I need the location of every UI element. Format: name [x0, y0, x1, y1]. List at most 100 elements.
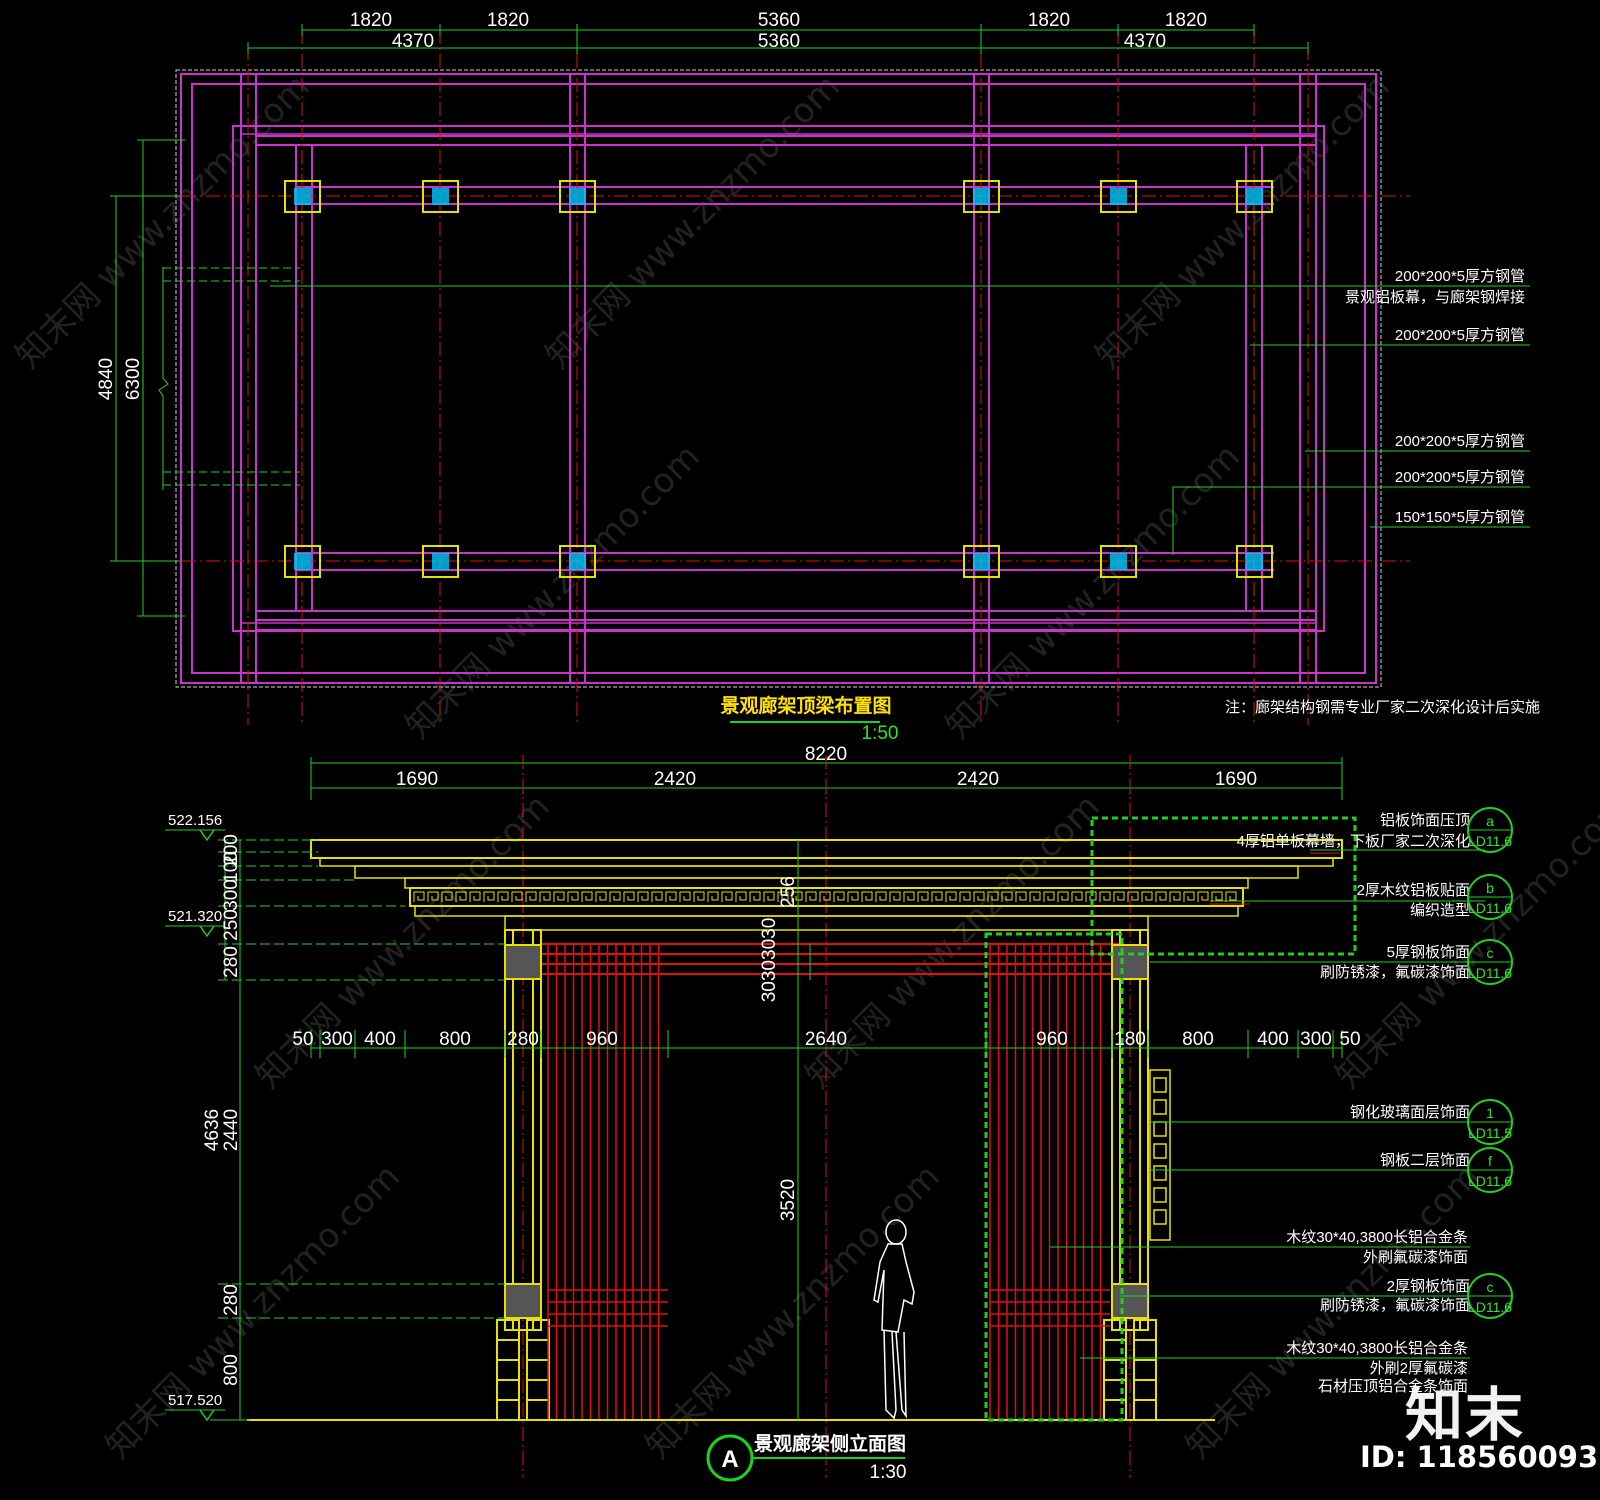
plan-beam-outline	[232, 125, 1325, 632]
plan-left-dimensions: 4840 6300	[96, 358, 144, 400]
meander-unit	[511, 891, 523, 902]
left-column	[504, 929, 542, 1331]
dim-label: 100	[221, 851, 242, 883]
watermark-text: 知末网 www.znzmo.com	[398, 437, 708, 747]
elevation-top-dimensions: 8220 1690 2420 2420 1690	[396, 744, 1257, 790]
meander-unit	[483, 891, 495, 902]
column-cap	[1100, 180, 1137, 213]
dim-label: 200	[221, 834, 242, 866]
meander-unit	[1043, 891, 1055, 902]
meander-unit	[1141, 891, 1153, 902]
meander-unit	[539, 891, 551, 902]
dim-label: 3520	[778, 1179, 799, 1221]
dim-label: 180	[1114, 1029, 1146, 1050]
callout-label: 200*200*5厚方钢管	[1395, 433, 1525, 450]
meander-unit	[581, 891, 593, 902]
elevation-mid-dimension-lines	[310, 1030, 1343, 1058]
meander-unit	[665, 891, 677, 902]
meander-unit	[1127, 891, 1139, 902]
dim-label: 50	[292, 1029, 313, 1050]
svg-text:b: b	[1486, 880, 1494, 896]
side-elevation: 8220 1690 2420 2420 1690	[165, 744, 1513, 1483]
dim-label: 800	[221, 1354, 242, 1386]
plan-callout-leaders	[270, 285, 1530, 555]
svg-text:f: f	[1488, 1153, 1492, 1169]
meander-unit	[1183, 891, 1195, 902]
column-caps	[284, 180, 1273, 578]
meander-unit	[735, 891, 747, 902]
column-cap	[559, 180, 596, 213]
column-cap	[1236, 180, 1273, 213]
meander-unit	[427, 891, 439, 902]
dim-label: 50	[1339, 1029, 1360, 1050]
meander-unit	[1099, 891, 1111, 902]
lower-lattice	[548, 1289, 1110, 1327]
dim-label: 1690	[1215, 769, 1257, 790]
callout-label: 铝板饰面压顶	[1380, 811, 1470, 829]
main-beam	[504, 915, 1149, 931]
meander-unit	[693, 891, 705, 902]
dim-label: 256	[778, 876, 799, 908]
callout-label: 200*200*5厚方钢管	[1395, 327, 1525, 344]
elevation-left-dimension-lines	[165, 829, 505, 1421]
plan-title-block: 景观廊架顶梁布置图 1:50 注：廊架结构钢需专业厂家二次深化设计后实施	[720, 694, 1540, 744]
vertical-beams	[240, 74, 1317, 683]
dim-label: 250	[221, 909, 242, 941]
meander-unit	[875, 891, 887, 902]
plan-outer-dashed-frame	[175, 69, 1382, 688]
plan-top-dimensions: 1820 1820 5360 1820 1820 4370 5360 4370	[350, 10, 1207, 52]
dim-label: 400	[364, 1029, 396, 1050]
meander-unit	[889, 891, 901, 902]
level-label: 522.156	[168, 812, 222, 829]
meander-unit	[1001, 891, 1013, 902]
meander-unit	[763, 891, 775, 902]
meander-unit	[791, 891, 803, 902]
level-markers	[199, 829, 215, 1422]
axis-lines	[110, 30, 1410, 725]
upper-red-band	[540, 943, 1122, 975]
meander-unit	[1211, 891, 1223, 902]
plan-scale: 1:50	[862, 723, 899, 744]
meander-unit	[861, 891, 873, 902]
dim-label: 5360	[758, 31, 800, 52]
callout-label: 钢板二层饰面	[1380, 1151, 1470, 1169]
column-cap	[559, 545, 596, 578]
dim-label: 5360	[758, 10, 800, 31]
ornamental-side-panel	[1149, 1069, 1171, 1241]
meander-unit	[945, 891, 957, 902]
right-column	[1111, 929, 1149, 1331]
dim-label: 280	[221, 1284, 242, 1316]
callout-sub-label: 石材压顶铝合金条饰面	[1318, 1378, 1468, 1395]
svg-text:LD11.6: LD11.6	[1468, 965, 1512, 981]
column-cap	[422, 545, 459, 578]
meander-unit	[1057, 891, 1069, 902]
meander-unit	[637, 891, 649, 902]
dim-label: 4840	[96, 358, 117, 400]
svg-text:LD11.6: LD11.6	[1468, 1173, 1512, 1189]
meander-unit	[595, 891, 607, 902]
meander-unit	[707, 891, 719, 902]
callout-label: 木纹30*40,3800长铝合金条	[1286, 1340, 1468, 1357]
meander-unit	[1113, 891, 1125, 902]
center-dimensions: 3520 256 30303030	[759, 876, 799, 1221]
elevation-scale: 1:30	[870, 1462, 907, 1483]
callout-sub-label: 刷防锈漆，氟碳漆饰面	[1320, 1297, 1470, 1314]
callout-label: 5厚钢板饰面	[1387, 943, 1470, 961]
meander-pattern	[413, 891, 1237, 902]
meander-unit	[1197, 891, 1209, 902]
callout-label: 150*150*5厚方钢管	[1395, 509, 1525, 526]
dim-label: 800	[1182, 1029, 1214, 1050]
svg-text:LD11.6: LD11.6	[1468, 833, 1512, 849]
brand-logo: 知末	[1405, 1381, 1526, 1449]
meander-unit	[777, 891, 789, 902]
dim-label: 960	[586, 1029, 618, 1050]
dim-label: 30303030	[759, 918, 780, 1003]
column-joint	[1111, 1283, 1149, 1319]
column-cap	[284, 545, 321, 578]
meander-unit	[987, 891, 999, 902]
column-joint	[504, 1283, 542, 1319]
dim-label: 280	[221, 946, 242, 978]
